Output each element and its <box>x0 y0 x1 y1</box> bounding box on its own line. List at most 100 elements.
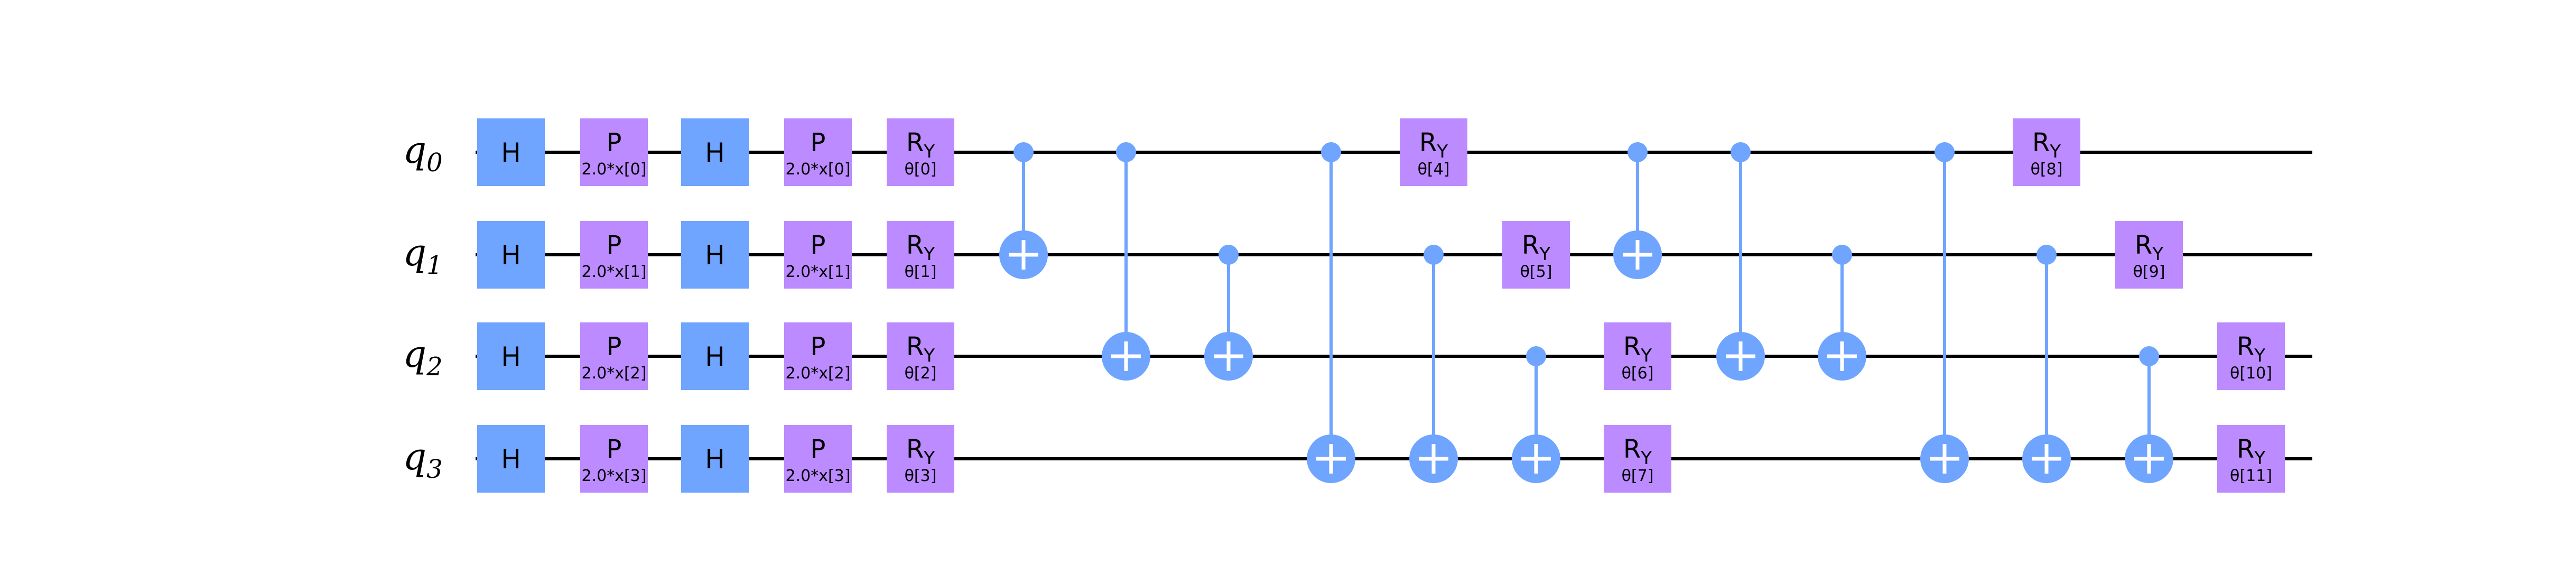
hadamard-gate: H <box>477 118 545 186</box>
gate-box <box>784 322 852 390</box>
gate-parameter: θ[4] <box>1418 160 1450 179</box>
gate-box <box>887 118 954 186</box>
gate-parameter: θ[2] <box>905 364 937 383</box>
gate-label: P <box>607 332 622 362</box>
gate-parameter: 2.0*x[3] <box>786 467 851 485</box>
gate-box <box>2013 118 2080 186</box>
gate-box <box>887 425 954 493</box>
cnot-control-dot <box>1628 142 1648 162</box>
cnot-control-dot <box>1219 245 1239 265</box>
gate-box <box>580 322 648 390</box>
gate-parameter: 2.0*x[3] <box>582 467 647 485</box>
phase-gate: P 2.0*x[3] <box>580 425 648 493</box>
gate-parameter: θ[8] <box>2031 160 2063 179</box>
hadamard-gate: H <box>477 322 545 390</box>
gate-box <box>1400 118 1467 186</box>
cnot-target <box>1409 434 1458 483</box>
ry-gate: RYθ[4] <box>1400 118 1467 186</box>
gate-label: P <box>811 128 826 158</box>
ry-gate: RYθ[6] <box>1604 322 1671 390</box>
gate-label: H <box>705 444 725 475</box>
gate-box <box>1604 322 1671 390</box>
gates: HHHHP2.0*x[0]P2.0*x[1]P2.0*x[2]P2.0*x[3]… <box>477 118 2285 493</box>
ry-gate: RYθ[2] <box>887 322 954 390</box>
gate-label: H <box>705 137 725 168</box>
qubit-label-1: q1 <box>403 231 442 280</box>
gate-parameter: θ[0] <box>905 160 937 179</box>
gate-label: P <box>811 230 826 260</box>
cnot-target <box>1818 332 1866 381</box>
ry-gate: RYθ[10] <box>2217 322 2285 390</box>
gate-box <box>784 221 852 289</box>
gate-box <box>887 221 954 289</box>
ry-gate: RYθ[7] <box>1604 425 1671 493</box>
gate-parameter: θ[9] <box>2133 263 2165 281</box>
hadamard-gate: H <box>681 322 749 390</box>
gate-box <box>784 118 852 186</box>
gate-label: P <box>607 434 622 464</box>
gate-box <box>681 322 749 390</box>
gate-label: P <box>811 434 826 464</box>
cnot-target <box>2125 434 2173 483</box>
gate-box <box>1604 425 1671 493</box>
hadamard-gate: H <box>681 118 749 186</box>
gate-box <box>2217 322 2285 390</box>
phase-gate: P 2.0*x[2] <box>580 322 648 390</box>
gate-box <box>477 118 545 186</box>
cnot-control-dot <box>1116 142 1136 162</box>
hadamard-gate: H <box>477 425 545 493</box>
gate-parameter: θ[1] <box>905 263 937 281</box>
gate-label: RY <box>1623 434 1652 469</box>
gate-label: P <box>607 128 622 158</box>
gate-parameter: θ[5] <box>1520 263 1552 281</box>
cnot-control-dot <box>1424 245 1444 265</box>
gate-parameter: θ[3] <box>905 467 937 485</box>
qubit-wires <box>476 151 2312 460</box>
gate-box <box>2217 425 2285 493</box>
hadamard-gate: H <box>681 221 749 289</box>
cnot-control-dot <box>2139 346 2159 366</box>
cnot-target <box>999 230 1048 279</box>
gate-label: RY <box>906 128 935 162</box>
ry-gate: RYθ[3] <box>887 425 954 493</box>
gate-box <box>580 425 648 493</box>
gate-box <box>477 322 545 390</box>
gate-box <box>887 322 954 390</box>
cnot-target <box>1613 230 1662 279</box>
cnot-target <box>1307 434 1355 483</box>
gate-parameter: 2.0*x[2] <box>582 364 647 383</box>
gate-parameter: 2.0*x[0] <box>582 160 647 179</box>
phase-gate: P2.0*x[0] <box>784 118 852 186</box>
cnot-control-dot <box>2036 245 2057 265</box>
gate-parameter: θ[6] <box>1622 364 1654 383</box>
hadamard-gate: H <box>681 425 749 493</box>
gate-label: H <box>501 240 521 271</box>
ry-gate: RYθ[8] <box>2013 118 2080 186</box>
ry-gate: RYθ[1] <box>887 221 954 289</box>
phase-gate: P2.0*x[1] <box>580 221 648 289</box>
gate-label: H <box>501 137 521 168</box>
gate-box <box>580 118 648 186</box>
gate-parameter: θ[10] <box>2230 364 2272 383</box>
cnot-control-dot <box>1321 142 1341 162</box>
gate-label: RY <box>1419 128 1448 162</box>
qubit-label-0: q0 <box>403 128 442 178</box>
gate-box <box>681 118 749 186</box>
cnot-connectors <box>1022 152 2151 459</box>
gate-box <box>681 221 749 289</box>
cnot-target <box>1920 434 1969 483</box>
cnot-control-dot <box>1832 245 1852 265</box>
ry-gate: RYθ[5] <box>1502 221 1570 289</box>
cnot-target <box>2022 434 2071 483</box>
gate-box <box>784 425 852 493</box>
cnot-control-dot <box>1013 142 1034 162</box>
gate-label: RY <box>1623 332 1652 366</box>
gate-box <box>477 221 545 289</box>
gate-label: RY <box>2237 434 2265 469</box>
gate-label: P <box>811 332 826 362</box>
ry-gate: RYθ[0] <box>887 118 954 186</box>
cnot-target <box>1204 332 1253 381</box>
qubit-label-2: q2 <box>403 332 442 382</box>
gate-parameter: 2.0*x[2] <box>786 364 851 383</box>
